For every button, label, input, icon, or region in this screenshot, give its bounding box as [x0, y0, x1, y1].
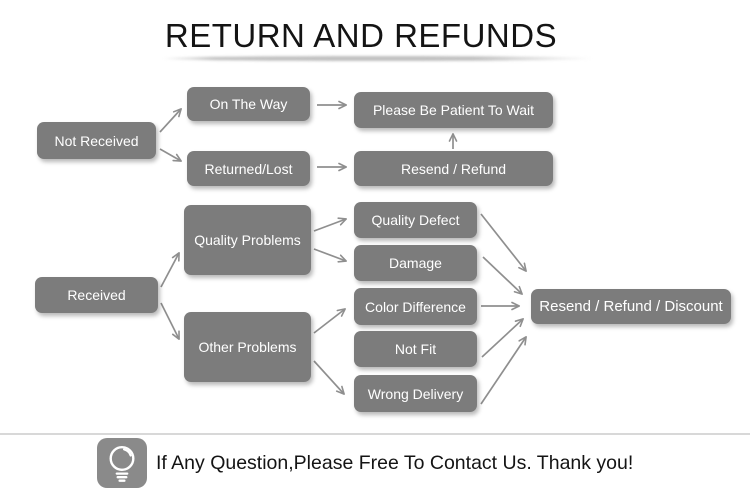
node-resend-refund: Resend / Refund	[354, 151, 553, 186]
lightbulb-icon	[97, 438, 147, 488]
node-color-difference: Color Difference	[354, 288, 477, 325]
node-received: Received	[35, 277, 158, 313]
node-resend-refund-discount: Resend / Refund / Discount	[531, 289, 731, 324]
footer-text: If Any Question,Please Free To Contact U…	[156, 451, 634, 474]
node-damage: Damage	[354, 245, 477, 281]
footer-divider	[0, 433, 750, 435]
node-on-the-way: On The Way	[187, 87, 310, 121]
title-divider	[163, 56, 593, 61]
node-wrong-delivery: Wrong Delivery	[354, 375, 477, 412]
node-quality-problems: Quality Problems	[184, 205, 311, 275]
node-not-fit: Not Fit	[354, 331, 477, 367]
page-title: RETURN AND REFUNDS	[164, 17, 558, 54]
node-returned-lost: Returned/Lost	[187, 151, 310, 186]
node-not-received: Not Received	[37, 122, 156, 159]
node-quality-defect: Quality Defect	[354, 202, 477, 238]
node-other-problems: Other Problems	[184, 312, 311, 382]
node-please-be-patient: Please Be Patient To Wait	[354, 92, 553, 128]
